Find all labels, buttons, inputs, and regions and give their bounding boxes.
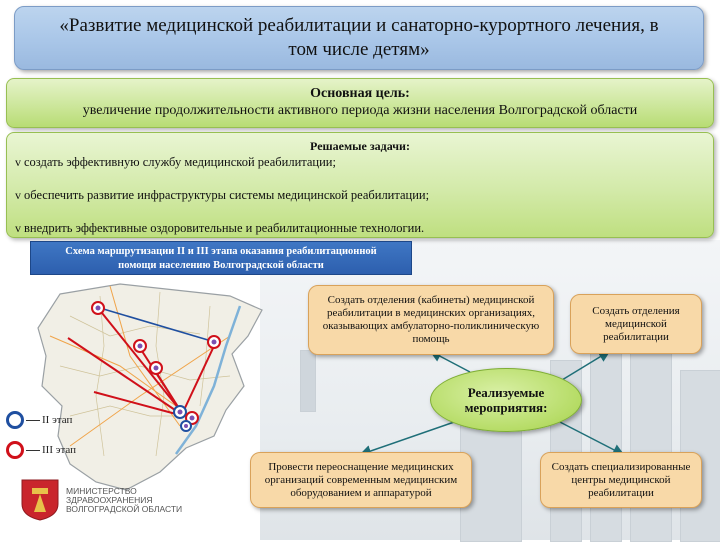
- bullet-check-icon: v: [15, 155, 21, 169]
- task-text: создать эффективную службу медицинской р…: [24, 155, 336, 169]
- measure-departments-text: Создать отделения медицинской реабилитац…: [592, 304, 680, 343]
- measure-equipment-bubble: Провести переоснащение медицинских орган…: [250, 452, 472, 508]
- routing-scheme-caption: Схема маршрутизации II и III этапа оказа…: [30, 241, 412, 275]
- measure-departments-bubble: Создать отделения медицинской реабилитац…: [570, 294, 702, 354]
- stage2-arrow: [99, 307, 209, 341]
- ministry-line-3: ВОЛГОГРАДСКОЙ ОБЛАСТИ: [66, 503, 183, 514]
- ministry-logo: МИНИСТЕРСТВО ЗДРАВООХРАНЕНИЯ ВОЛГОГРАДСК…: [20, 478, 182, 522]
- scheme-line-1: Схема маршрутизации II и III этапа оказа…: [65, 246, 377, 257]
- stage2-marker: [180, 420, 192, 432]
- measures-center-text: Реализуемые мероприятия:: [464, 385, 548, 415]
- tasks-heading: Решаемые задачи:: [310, 139, 410, 153]
- red-ring-icon: [6, 441, 24, 459]
- stage3-arrows: [67, 307, 215, 415]
- stage3-marker: [91, 301, 105, 315]
- measures-center-oval: Реализуемые мероприятия:: [430, 368, 582, 432]
- scheme-line-2: помощи населению Волгоградской области: [118, 260, 324, 271]
- task-text: внедрить эффективные оздоровительные и р…: [24, 221, 425, 235]
- measure-equipment-text: Провести переоснащение медицинских орган…: [264, 460, 458, 499]
- region-map: [37, 283, 263, 491]
- legend-dash: [26, 419, 40, 421]
- page-title-text: «Развитие медицинской реабилитации и сан…: [59, 15, 659, 60]
- coat-of-arms-icon: [21, 479, 59, 521]
- ministry-line-1: МИНИСТЕРСТВО: [66, 485, 137, 496]
- legend-stage2: II этап: [6, 411, 72, 429]
- bullet-check-icon: v: [15, 221, 21, 235]
- measure-centers-bubble: Создать специализированные центры медици…: [540, 452, 702, 508]
- stage3-marker: [207, 335, 221, 349]
- river: [174, 305, 242, 455]
- page-title: «Развитие медицинской реабилитации и сан…: [14, 6, 704, 70]
- measure-cabinets-bubble: Создать отделения (кабинеты) медицинской…: [308, 285, 554, 355]
- stage2-marker: [173, 405, 187, 419]
- goal-heading: Основная цель:: [310, 86, 410, 101]
- measure-centers-text: Создать специализированные центры медици…: [551, 460, 691, 499]
- legend-stage3: III этап: [6, 441, 76, 459]
- measure-cabinets-text: Создать отделения (кабинеты) медицинской…: [322, 294, 540, 345]
- stage3-marker: [149, 361, 163, 375]
- legend-stage3-label: III этап: [42, 444, 77, 456]
- goal-text: увеличение продолжительности активного п…: [82, 103, 638, 118]
- ministry-line-2: ЗДРАВООХРАНЕНИЯ: [66, 494, 153, 505]
- task-text: обеспечить развитие инфраструктуры систе…: [24, 188, 430, 202]
- main-goal-box: Основная цель: увеличение продолжительно…: [6, 78, 714, 128]
- legend-stage2-label: II этап: [42, 414, 73, 426]
- legend-dash: [26, 449, 40, 451]
- bullet-check-icon: v: [15, 188, 21, 202]
- stage3-marker: [133, 339, 147, 353]
- blue-ring-icon: [6, 411, 24, 429]
